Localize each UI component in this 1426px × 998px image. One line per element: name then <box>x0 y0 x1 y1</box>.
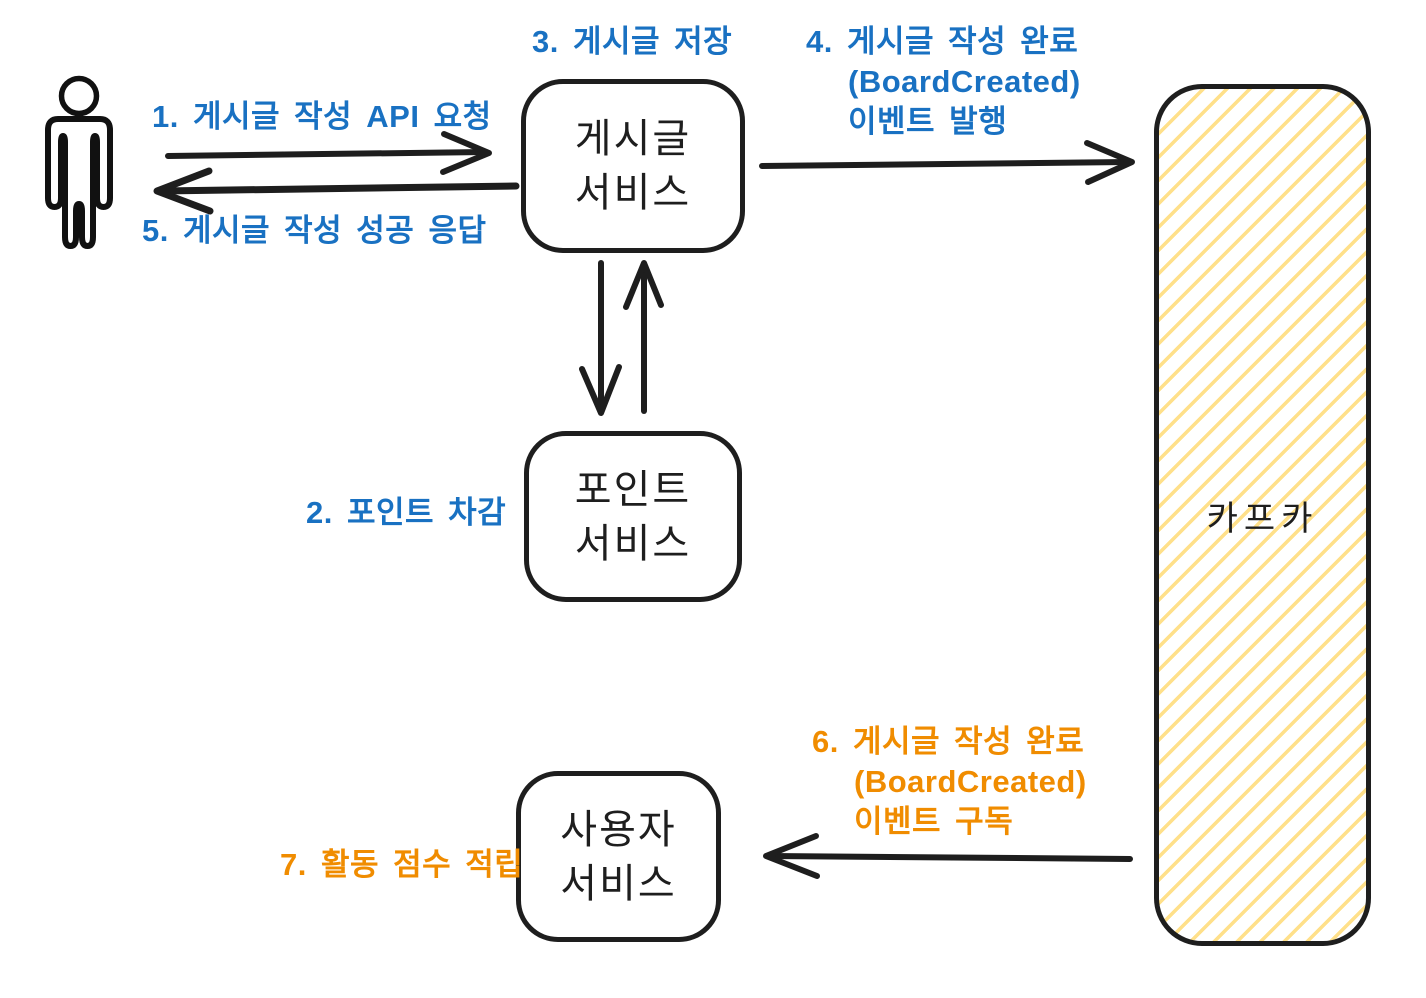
label-step6-line3: 이벤트 구독 <box>854 804 1014 839</box>
board-service-label-line1: 게시글 <box>574 117 692 161</box>
label-step3: 3. 게시글 저장 <box>532 24 733 59</box>
label-step4: 4. 게시글 작성 완료 (BoardCreated) 이벤트 발행 <box>806 22 1081 142</box>
node-kafka: 카프카 <box>1154 84 1371 946</box>
label-step4-line2: (BoardCreated) <box>848 64 1081 99</box>
point-service-label-line2: 서비스 <box>574 521 692 566</box>
board-service-label-line2: 서비스 <box>574 171 692 215</box>
person-head <box>58 75 100 117</box>
label-step6: 6. 게시글 작성 완료 (BoardCreated) 이벤트 구독 <box>812 722 1087 842</box>
arrow-board-to-point <box>579 260 622 416</box>
user-service-label-line2: 서비스 <box>560 861 677 906</box>
kafka-label: 카프카 <box>1206 499 1319 538</box>
point-service-label-line1: 포인트 <box>574 467 692 512</box>
user-service-label-line1: 사용자 <box>560 807 677 852</box>
label-step6-line1: 6. 게시글 작성 완료 <box>812 724 1085 759</box>
label-step5: 5. 게시글 작성 성공 응답 <box>142 213 487 248</box>
label-step4-line3: 이벤트 발행 <box>848 104 1008 139</box>
person-body <box>45 116 113 249</box>
label-step4-line1: 4. 게시글 작성 완료 <box>806 24 1079 59</box>
label-step6-line2: (BoardCreated) <box>854 764 1087 799</box>
person-icon <box>45 75 113 249</box>
arrow-step1-request <box>165 131 492 175</box>
label-step2: 2. 포인트 차감 <box>306 495 507 530</box>
label-step1: 1. 게시글 작성 API 요청 <box>152 99 492 134</box>
arrow-step4-publish <box>759 140 1135 185</box>
node-point-service: 포인트 서비스 <box>524 431 742 602</box>
node-user-service: 사용자 서비스 <box>516 771 721 942</box>
arrow-point-to-board <box>623 260 664 414</box>
arrow-step5-response <box>153 167 520 215</box>
label-step7: 7. 활동 점수 적립 <box>280 847 524 882</box>
arrow-step6-subscribe <box>763 833 1133 879</box>
node-board-service: 게시글 서비스 <box>521 79 745 253</box>
